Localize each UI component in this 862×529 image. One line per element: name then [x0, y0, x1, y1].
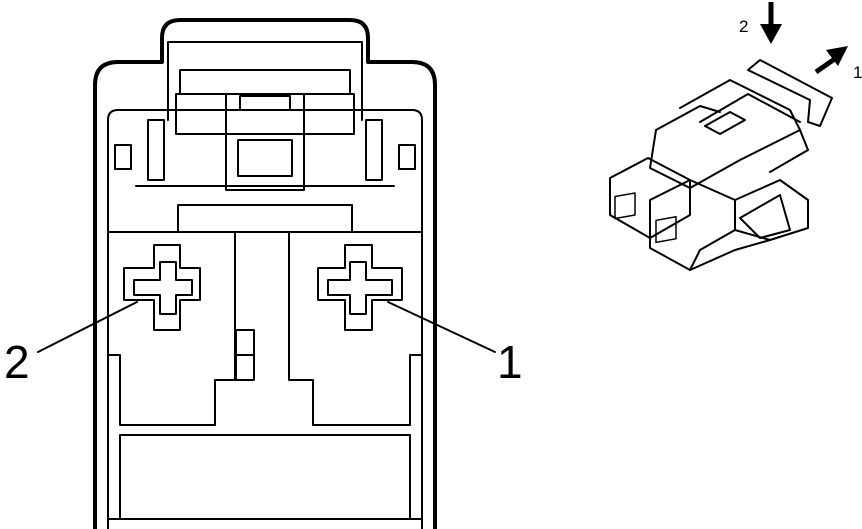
connector-iso-view: 2 1: [609, 2, 862, 271]
iso-cavity-1: [655, 216, 677, 244]
connector-front-view: 2 1: [4, 18, 523, 529]
iso-latch-plate: [747, 59, 833, 127]
arrow-2-callout: 2: [739, 17, 748, 36]
pin-1-leader: [387, 301, 496, 353]
left-guide: [147, 119, 165, 181]
iso-cavity-2: [614, 192, 636, 220]
iso-wedge: [739, 194, 791, 239]
housing-outline: [93, 18, 437, 529]
right-rib: [398, 144, 416, 170]
latch-mid-bar: [175, 93, 355, 135]
iso-latch-window: [704, 111, 746, 135]
arrow-1-callout: 1: [853, 63, 862, 82]
pin-1-terminal: [327, 261, 393, 315]
pin-2-leader: [37, 301, 138, 353]
inner-shell: [107, 109, 423, 529]
arrow-1-head: [826, 46, 848, 66]
pin-1-cavity-frame: [288, 231, 423, 426]
pin-2-cavity-frame: [107, 231, 236, 426]
iso-housing-left: [609, 157, 691, 239]
pin-2-callout: 2: [4, 336, 30, 388]
pin-1-cavity: [317, 244, 403, 331]
pin-2-cavity: [123, 244, 201, 331]
iso-housing-right: [649, 179, 736, 271]
left-rib: [114, 144, 132, 170]
latch-frame: [167, 41, 363, 121]
latch-top-bar: [179, 69, 351, 95]
iso-top-body: [649, 129, 809, 189]
pin-2-terminal: [133, 261, 193, 315]
iso-base: [689, 179, 809, 271]
pin-1-callout: 1: [497, 336, 523, 388]
arrow-1-shaft: [814, 55, 838, 75]
right-guide: [365, 119, 383, 181]
latch-tab: [225, 93, 305, 191]
center-block: [177, 204, 353, 233]
bottom-window: [119, 434, 411, 520]
arrow-2-head: [760, 24, 782, 44]
latch-tab-window: [239, 95, 291, 111]
iso-latch-arms: [655, 79, 801, 131]
latch-tab-inner: [237, 139, 293, 177]
